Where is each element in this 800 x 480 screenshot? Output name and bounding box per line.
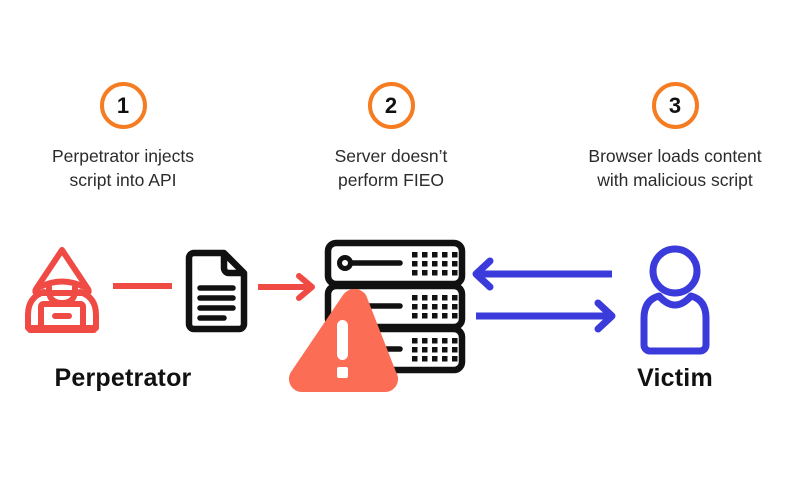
server-to-victim-arrow: [476, 299, 616, 333]
victim-label: Victim: [637, 364, 713, 392]
document-icon: [185, 249, 248, 333]
server-unit-top: [324, 239, 466, 288]
step-3: 3 Browser loads content with malicious s…: [555, 82, 795, 192]
victim-to-server-arrow: [472, 257, 612, 291]
step-2-number-badge: 2: [367, 82, 415, 129]
hacker-icon: [25, 247, 99, 333]
step-1-caption: Perpetrator injects script into API: [51, 146, 194, 190]
step-3-caption: Browser loads content with malicious scr…: [588, 146, 762, 190]
step-2: 2 Server doesn’t perform FIEO: [271, 82, 511, 192]
user-person-icon: [640, 245, 710, 355]
step-1-number-badge: 1: [99, 82, 147, 129]
step-3-number-badge: 3: [651, 82, 699, 129]
perpetrator-label: Perpetrator: [54, 364, 192, 392]
step-1: 1 Perpetrator injects script into API: [3, 82, 243, 192]
warning-triangle-icon: [288, 288, 399, 393]
step-2-caption: Server doesn’t perform FIEO: [334, 146, 448, 190]
document-to-server-arrow: [258, 273, 315, 301]
